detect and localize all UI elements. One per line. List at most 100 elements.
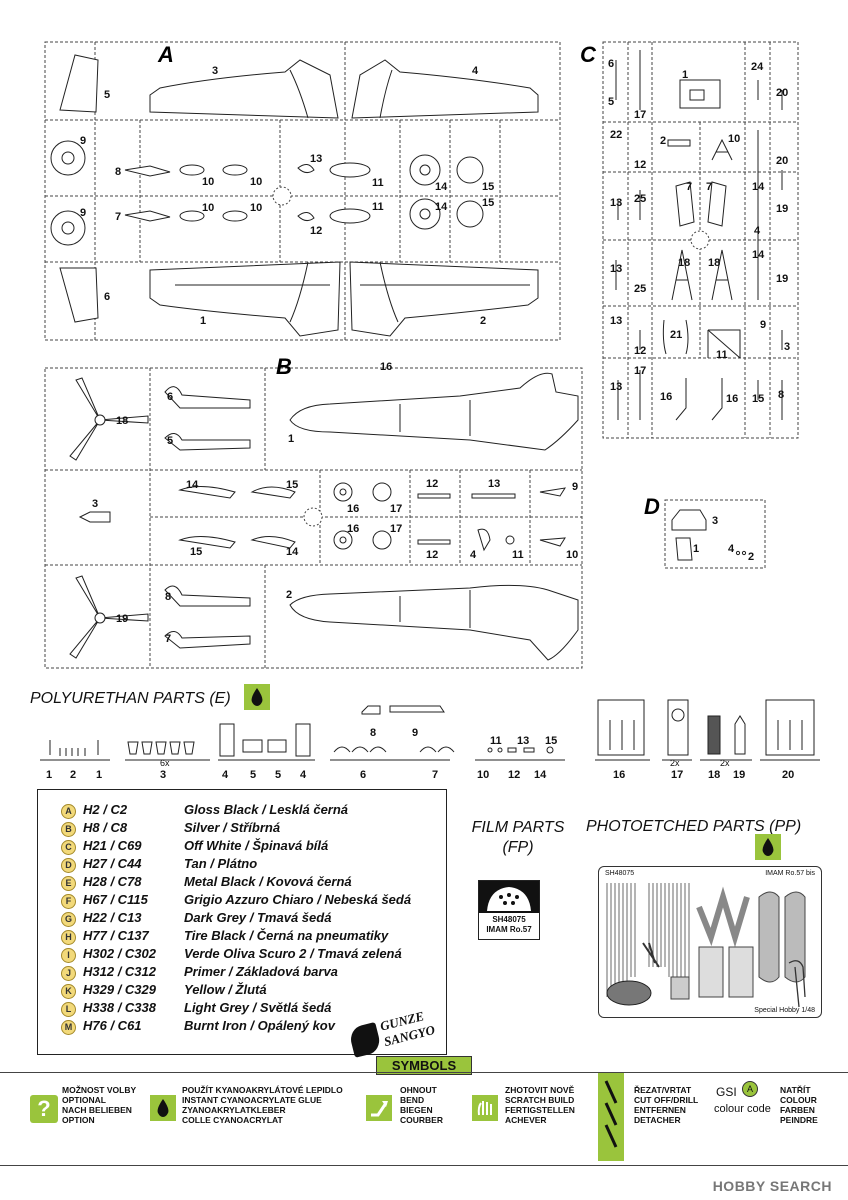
symbols-title: SYMBOLS: [376, 1056, 472, 1075]
gunze-leaf-icon: [347, 1021, 383, 1058]
part-label: 24: [751, 61, 764, 73]
part-label: 7: [115, 211, 121, 223]
part-label: 4: [472, 65, 479, 77]
sprue-b-letter: B: [276, 354, 292, 379]
part-label: 18: [708, 257, 720, 269]
part-label: 19: [116, 613, 128, 625]
sprue-c: [602, 41, 799, 439]
part-label: 12: [634, 345, 646, 357]
part-label: 11: [490, 735, 502, 747]
part-label: 2: [660, 135, 666, 147]
part-label: 12: [508, 769, 520, 780]
part-label: 14: [752, 181, 765, 193]
part-label: 5: [275, 769, 281, 780]
question-mark-icon: ?: [30, 1095, 58, 1123]
paint-name: Off White / Špinavá bílá: [184, 838, 329, 853]
sprue-a: [44, 41, 561, 341]
paint-code: H22 / C13: [83, 910, 142, 925]
hand-icon: [472, 1095, 498, 1121]
paint-badge: M: [61, 1020, 76, 1035]
part-label: 18: [678, 257, 690, 269]
paint-badge: K: [61, 984, 76, 999]
paint-badge: C: [61, 840, 76, 855]
sprue-d: [664, 499, 766, 569]
part-label: 13: [610, 263, 622, 275]
paint-code: H76 / C61: [83, 1018, 142, 1033]
part-label: 10: [728, 133, 740, 145]
polyurethane-title: POLYURETHAN PARTS (E): [30, 690, 231, 707]
bend-icon: [366, 1095, 392, 1121]
part-label: 2: [748, 551, 754, 563]
photoetched-title: PHOTOETCHED PARTS (PP): [586, 818, 802, 835]
part-label: 20: [782, 769, 794, 780]
part-label: 17: [671, 769, 683, 780]
part-label: 20: [776, 87, 788, 99]
part-label: 13: [610, 381, 622, 393]
part-label: 3: [784, 341, 790, 353]
paint-badge: D: [61, 858, 76, 873]
part-label: 17: [390, 503, 402, 515]
part-label: 19: [776, 203, 788, 215]
polyurethane-labels: 1 2 1 3 4 5 5 4 6 7 8 9 10 12 14 11 13 1…: [46, 727, 794, 780]
part-label: 10: [477, 769, 489, 780]
paint-name: Verde Oliva Scuro 2 / Tmavá zelená: [184, 946, 402, 961]
part-label: 19: [733, 769, 745, 780]
film-canopy-image: [479, 881, 539, 913]
part-label: 11: [512, 549, 524, 561]
part-label: 8: [370, 727, 376, 739]
part-label: 1: [200, 315, 206, 327]
paint-code: H338 / C338: [83, 1000, 156, 1015]
part-label: 14: [435, 181, 448, 193]
paint-badge: A: [61, 804, 76, 819]
part-label: 12: [310, 225, 322, 237]
part-label: 13: [610, 197, 622, 209]
part-label: 16: [380, 361, 392, 373]
part-label: 19: [776, 273, 788, 285]
film-sheet: SH48075 IMAM Ro.57: [478, 880, 540, 940]
part-label: 1: [46, 769, 52, 780]
part-label: 16: [660, 391, 672, 403]
cut-off-icon: [598, 1073, 624, 1161]
part-label: 17: [634, 365, 646, 377]
part-label: 21: [670, 329, 682, 341]
part-label: 15: [482, 197, 494, 209]
part-label: 14: [286, 546, 299, 558]
part-label: 15: [482, 181, 494, 193]
part-label: 7: [686, 181, 692, 193]
part-label: 5: [250, 769, 256, 780]
part-label: 22: [610, 129, 622, 141]
part-label: 6: [104, 291, 110, 303]
part-label: 15: [545, 735, 557, 747]
paint-badge: H: [61, 930, 76, 945]
part-label: 10: [250, 176, 262, 188]
sprue-c-labels: 6 5 1 24 20 17 22 2 10 12 20 13 25 7 7 1…: [608, 58, 790, 405]
watermark: HOBBY SEARCH: [712, 1178, 832, 1194]
paint-code: H302 / C302: [83, 946, 156, 961]
photoetch-name: IMAM Ro.57 bis: [765, 870, 815, 877]
part-label: 16: [726, 393, 738, 405]
part-label: 8: [165, 591, 171, 603]
part-label: 3: [712, 515, 718, 527]
part-label: 16: [613, 769, 625, 780]
paint-name: Tan / Plátno: [184, 856, 258, 871]
film-sheet-name: IMAM Ro.57: [486, 925, 532, 934]
part-label: 13: [610, 315, 622, 327]
paint-name: Burnt Iron / Opálený kov: [184, 1018, 335, 1033]
part-label: 13: [310, 153, 322, 165]
paint-code: H27 / C44: [83, 856, 142, 871]
part-label: 4: [222, 769, 229, 780]
part-label: 3: [212, 65, 218, 77]
part-label: 6: [608, 58, 614, 70]
part-label: 1: [288, 433, 294, 445]
part-label: 15: [286, 479, 298, 491]
paint-code: H21 / C69: [83, 838, 142, 853]
part-label: 7: [706, 181, 712, 193]
part-label: 4: [728, 543, 735, 555]
part-label: 25: [634, 193, 646, 205]
